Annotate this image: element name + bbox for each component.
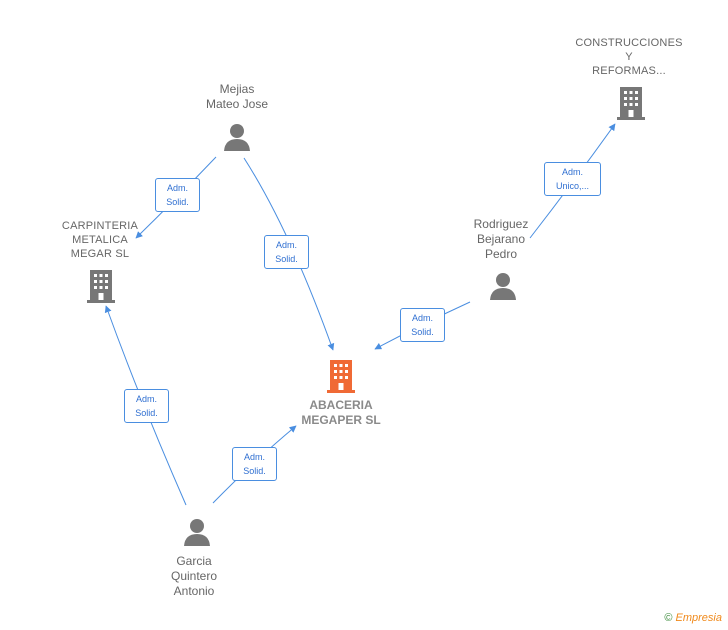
edge-label-garcia-carpinteria: Adm. Solid. [124, 389, 169, 423]
edge-label-garcia-abaceria: Adm. Solid. [232, 447, 277, 481]
edge-label-mejias-carpinteria: Adm. Solid. [155, 178, 200, 212]
node-label-abaceria[interactable]: ABACERIA MEGAPER SL [301, 398, 381, 427]
copyright-icon: © [664, 612, 673, 624]
edge-label-rodriguez-abaceria: Adm. Solid. [400, 308, 445, 342]
brand-logo: Empresia [675, 612, 722, 624]
building-icon-focus[interactable] [326, 358, 356, 394]
edge-label-rodriguez-construcciones: Adm. Unico,... [544, 162, 601, 196]
person-icon[interactable] [222, 122, 252, 152]
node-label-garcia[interactable]: Garcia Quintero Antonio [170, 554, 218, 598]
person-icon[interactable] [182, 517, 212, 547]
building-icon[interactable] [616, 85, 646, 121]
edge-label-mejias-abaceria: Adm. Solid. [264, 235, 309, 269]
node-label-rodriguez[interactable]: Rodriguez Bejarano Pedro [473, 217, 529, 261]
node-label-construcciones[interactable]: CONSTRUCCIONES Y REFORMAS... [575, 37, 683, 77]
watermark: © Empresia [664, 612, 722, 624]
person-icon[interactable] [488, 271, 518, 301]
building-icon[interactable] [86, 268, 116, 304]
node-label-mejias[interactable]: Mejias Mateo Jose [205, 82, 269, 111]
node-label-carpinteria[interactable]: CARPINTERIA METALICA MEGAR SL [61, 220, 139, 260]
